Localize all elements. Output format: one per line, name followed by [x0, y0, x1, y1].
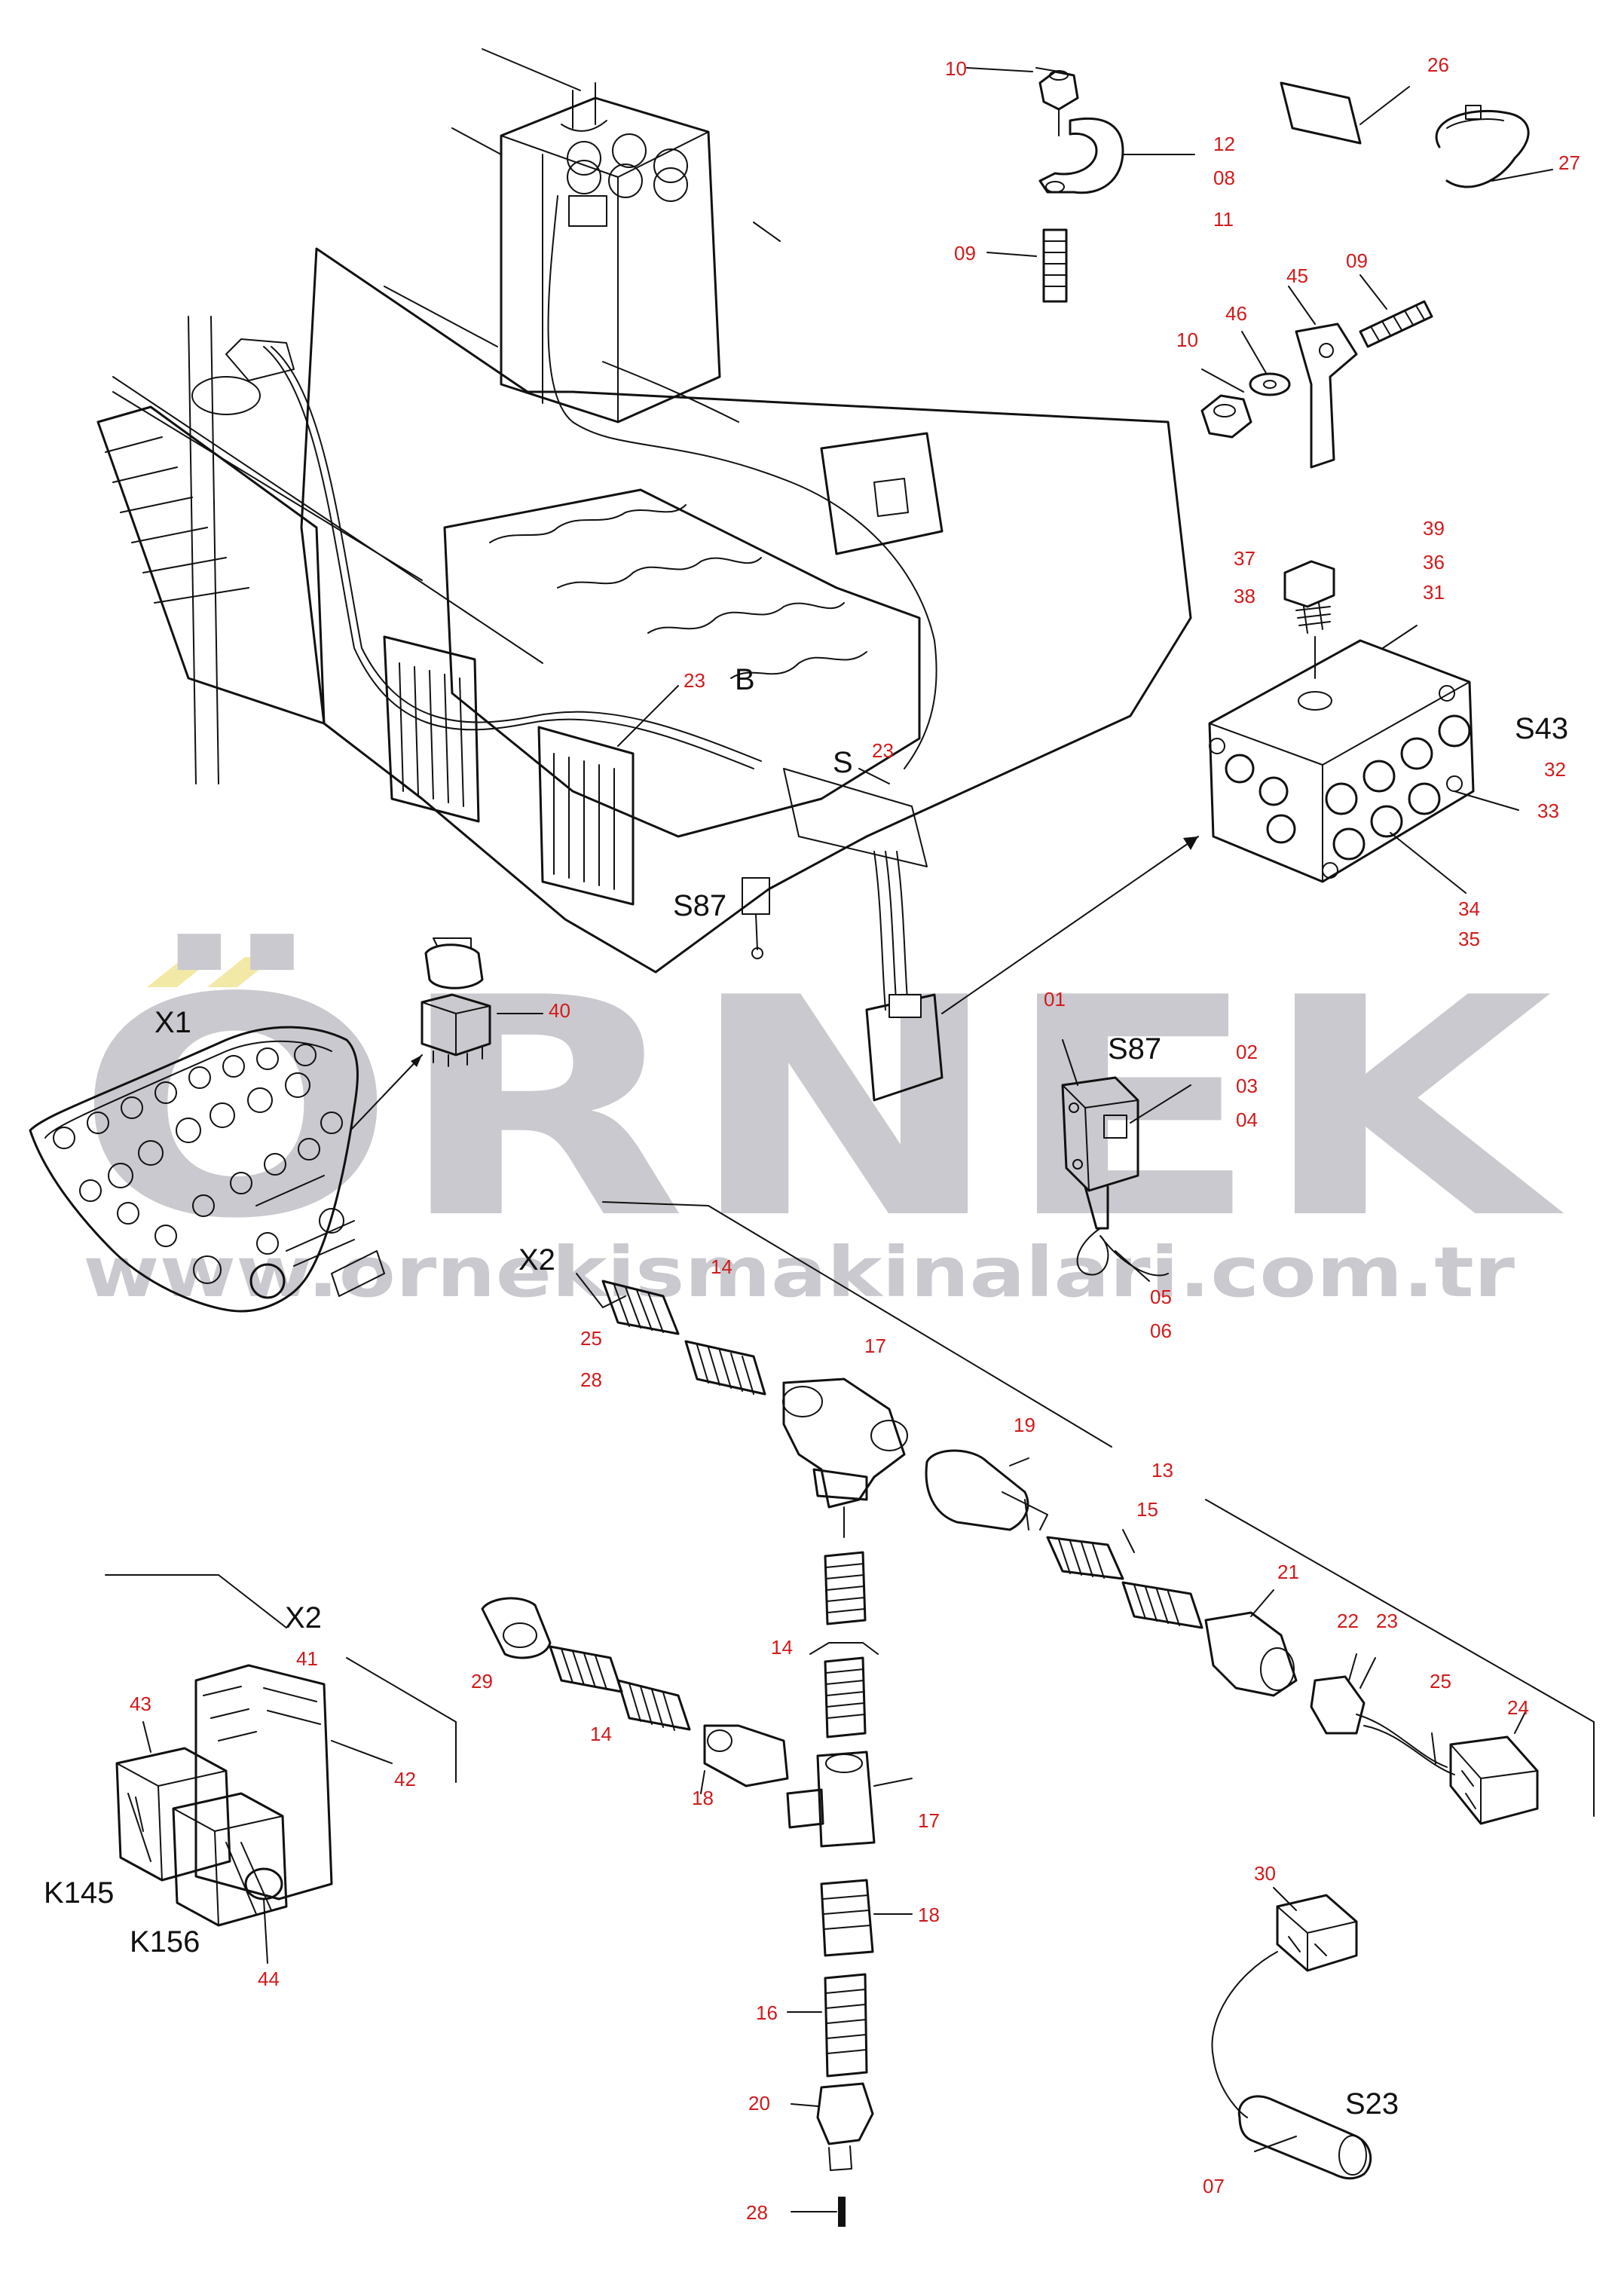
- part-number-p18a: 18: [692, 1787, 714, 1809]
- bracket-hardware: [1200, 274, 1433, 469]
- part-number-p24: 24: [1507, 1696, 1529, 1719]
- component-label-s43: S43: [1515, 712, 1568, 745]
- part-number-p08: 08: [1213, 167, 1235, 189]
- x1-control-panel: [29, 1026, 423, 1313]
- part-number-p26: 26: [1427, 54, 1449, 76]
- watermark: ÖRNEK www.ornekismakinalari.com.tr: [75, 931, 1567, 1313]
- part-number-p41: 41: [296, 1647, 318, 1670]
- part-number-p25a: 25: [580, 1327, 602, 1350]
- part-number-p23a: 23: [684, 669, 705, 692]
- watermark-url: www.ornekismakinalari.com.tr: [83, 1232, 1515, 1313]
- component-label-b: B: [735, 663, 755, 696]
- part-number-p46: 46: [1225, 302, 1247, 325]
- part-number-p21: 21: [1277, 1561, 1299, 1583]
- part-number-p42: 42: [394, 1768, 416, 1790]
- part-number-p14a: 14: [711, 1255, 732, 1278]
- part-number-p20: 20: [748, 2092, 770, 2115]
- component-label-s87_machine: S87: [673, 889, 726, 922]
- part-number-p33: 33: [1537, 800, 1559, 822]
- part-number-p16: 16: [756, 2001, 778, 2024]
- part-number-p38: 38: [1234, 585, 1255, 607]
- part-number-p17a: 17: [864, 1335, 886, 1357]
- part-number-p22: 22: [1337, 1610, 1359, 1632]
- component-label-s87_detail: S87: [1108, 1032, 1161, 1066]
- part-number-p13: 13: [1151, 1459, 1173, 1482]
- part-number-p31: 31: [1423, 581, 1445, 604]
- part-number-p44: 44: [258, 1968, 280, 1990]
- s43-switch-box: [1208, 560, 1519, 894]
- part-number-p32: 32: [1544, 758, 1566, 781]
- part-number-p19: 19: [1014, 1414, 1035, 1436]
- part-number-p23c: 23: [1376, 1610, 1398, 1632]
- part-number-p03: 03: [1236, 1075, 1258, 1097]
- machine-body: [96, 48, 1199, 1102]
- component-label-x2_relay: X2: [285, 1601, 322, 1634]
- x2-harness-assembly: [481, 1201, 1595, 2227]
- component-label-x2_top: X2: [518, 1243, 555, 1277]
- x2-relay-block: [105, 1574, 457, 1964]
- part-number-p29: 29: [471, 1670, 493, 1693]
- part-number-p09b: 09: [1346, 249, 1368, 272]
- tape-and-cable-tie: [1280, 81, 1553, 188]
- part-number-p43: 43: [130, 1693, 151, 1715]
- part-number-p30: 30: [1254, 1862, 1276, 1885]
- component-label-x1: X1: [154, 1006, 191, 1039]
- part-number-p05: 05: [1150, 1286, 1172, 1308]
- part-number-p23b: 23: [872, 739, 894, 762]
- part-number-p14c: 14: [590, 1723, 612, 1745]
- part-number-p35: 35: [1458, 928, 1480, 950]
- part-number-p12: 12: [1213, 133, 1235, 155]
- part-number-p01: 01: [1044, 988, 1066, 1011]
- part-number-p02: 02: [1236, 1041, 1258, 1063]
- part-number-p37: 37: [1234, 547, 1255, 570]
- component-label-s: S: [833, 746, 853, 779]
- part-number-p27: 27: [1558, 151, 1580, 174]
- component-label-s23: S23: [1345, 2087, 1399, 2121]
- part-number-p28a: 28: [580, 1368, 602, 1391]
- part-number-p36: 36: [1423, 551, 1445, 573]
- part-number-p06: 06: [1150, 1319, 1172, 1342]
- clamp-assembly-top: [966, 67, 1195, 303]
- part-number-p28b: 28: [746, 2201, 768, 2224]
- s23-sensor: [1211, 1887, 1372, 2180]
- part-number-p34: 34: [1458, 897, 1480, 920]
- component-label-k145: K145: [44, 1876, 114, 1910]
- part-number-p39: 39: [1423, 517, 1445, 540]
- part-number-p45: 45: [1286, 265, 1308, 287]
- rotary-switch-40: [421, 937, 543, 1067]
- part-number-p10a: 10: [945, 57, 967, 80]
- part-number-p17b: 17: [918, 1809, 940, 1832]
- watermark-brand: ÖRNEK: [75, 931, 1567, 1285]
- part-number-p25b: 25: [1430, 1670, 1451, 1693]
- part-number-p07: 07: [1203, 2175, 1225, 2197]
- part-number-p14b: 14: [771, 1636, 793, 1659]
- part-number-p11: 11: [1213, 208, 1234, 231]
- part-number-p04: 04: [1236, 1108, 1258, 1131]
- s87-detail-switch: [1061, 1039, 1191, 1282]
- labels-layer: X1BSS87S87S43X2X2K145K156S23101208110926…: [44, 54, 1580, 2224]
- part-number-p15: 15: [1136, 1498, 1158, 1521]
- part-number-p10b: 10: [1176, 329, 1198, 351]
- component-label-k156: K156: [130, 1925, 200, 1959]
- part-number-p18b: 18: [918, 1904, 940, 1926]
- part-number-p40: 40: [549, 999, 570, 1022]
- part-number-p09a: 09: [954, 242, 976, 265]
